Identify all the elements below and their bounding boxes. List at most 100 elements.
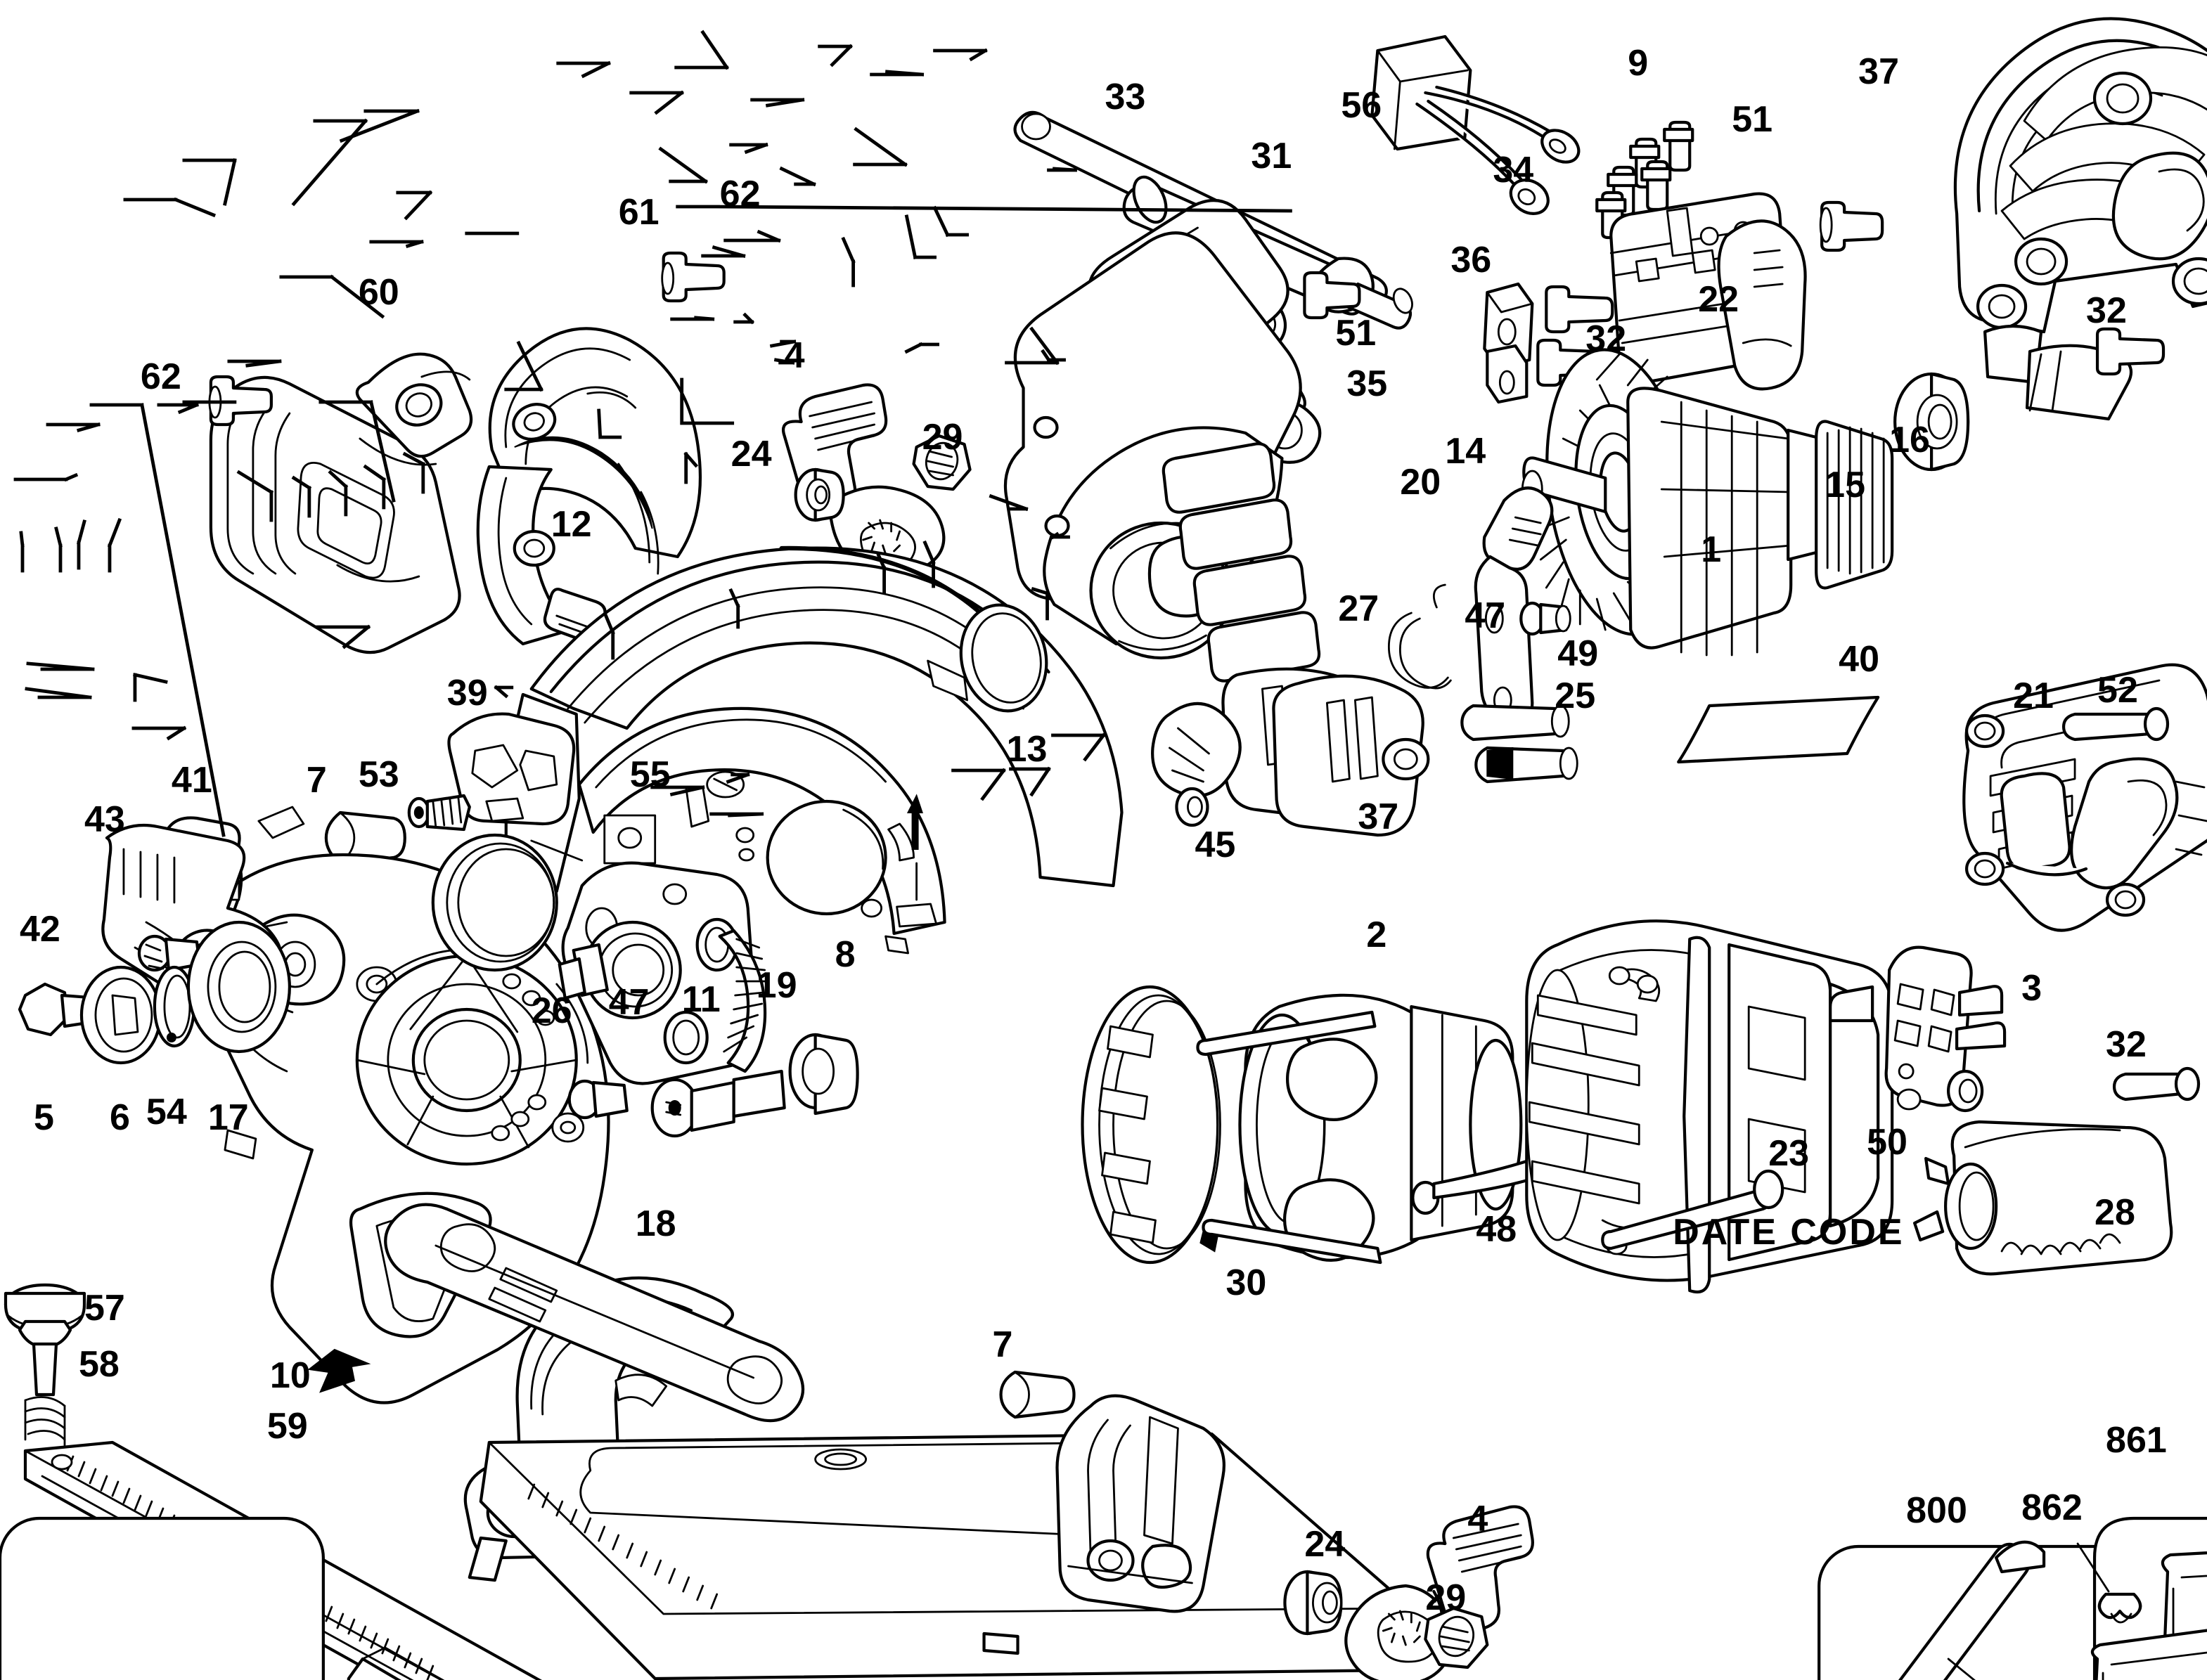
part-57-knob <box>4 1283 86 1397</box>
callout-62a: 62 <box>140 356 181 397</box>
part-40-nameplate <box>1677 695 1880 764</box>
date-code-note: DATE CODE <box>1673 1212 1905 1253</box>
callout-24b: 24 <box>1304 1524 1346 1565</box>
callout-7b: 7 <box>992 1324 1013 1366</box>
callout-33: 33 <box>1105 76 1146 117</box>
callout-41: 41 <box>171 759 212 801</box>
callout-12: 12 <box>551 503 592 545</box>
callout-862: 862 <box>2021 1487 2083 1529</box>
callout-4a: 4 <box>784 335 805 376</box>
callout-800: 800 <box>1906 1490 1967 1532</box>
part-21-handle-cover <box>1962 663 2207 932</box>
part-60-guard-lever <box>209 352 473 654</box>
part-51b-screw <box>1303 271 1361 320</box>
part-50-rod <box>1601 1169 1784 1251</box>
callout-36: 36 <box>1450 239 1492 280</box>
callout-42: 42 <box>19 908 60 950</box>
callout-20: 20 <box>1400 461 1441 503</box>
part-base-plate <box>479 1394 1413 1680</box>
callout-55: 55 <box>629 754 671 795</box>
callout-32a: 32 <box>2086 290 2127 331</box>
part-26-oring <box>431 833 558 972</box>
callout-21: 21 <box>2013 675 2054 716</box>
callout-51a: 51 <box>1732 98 1773 140</box>
callout-37a: 37 <box>1858 51 1899 92</box>
callout-26: 26 <box>531 990 572 1031</box>
part-27-spring <box>1387 583 1452 690</box>
part-54-retaining-ring <box>153 965 196 1048</box>
part-49-screw <box>1460 704 1570 742</box>
callout-45: 45 <box>1195 824 1236 865</box>
part-56-brush-leads <box>1370 34 1581 215</box>
part-55-gear-case-cover <box>558 861 767 1085</box>
part-62b-screw <box>661 251 726 303</box>
part-58-spring <box>24 1396 66 1447</box>
part-10-wrench <box>384 1203 805 1423</box>
leader-lines <box>13 30 1292 837</box>
callout-10: 10 <box>269 1355 311 1397</box>
callout-5: 5 <box>33 1097 54 1138</box>
callout-1: 1 <box>1701 529 1722 570</box>
callout-47a: 47 <box>608 981 650 1023</box>
callout-51b: 51 <box>1335 312 1377 354</box>
part-22-switch-assembly <box>1609 192 1807 391</box>
part-37b-motor-cover <box>1272 674 1430 837</box>
part-2-field-stator <box>1196 993 1523 1265</box>
callout-47b: 47 <box>1465 595 1506 636</box>
part-25-bolt <box>1474 746 1578 784</box>
callout-35: 35 <box>1346 363 1388 404</box>
part-51a-screw <box>1819 200 1884 252</box>
callout-14: 14 <box>1445 430 1486 472</box>
part-13-motor-housing <box>959 199 1381 820</box>
callout-27: 27 <box>1338 588 1379 629</box>
callout-53: 53 <box>358 754 399 795</box>
callout-62b: 62 <box>719 173 761 214</box>
callout-6: 6 <box>109 1097 130 1138</box>
callout-16: 16 <box>1889 419 1930 460</box>
callout-7a: 7 <box>306 759 327 801</box>
part-53-screw <box>407 794 471 832</box>
part-9-screws <box>1595 120 1694 240</box>
callout-18: 18 <box>635 1203 676 1245</box>
callout-29a: 29 <box>922 416 963 458</box>
callout-2: 2 <box>1366 914 1387 955</box>
part-32a-screw <box>2095 327 2166 376</box>
callout-11: 11 <box>681 978 721 1020</box>
part-29a-nut <box>912 434 972 491</box>
part-47b-screw <box>1519 601 1571 636</box>
callout-43: 43 <box>84 799 125 840</box>
callout-59: 59 <box>266 1406 308 1447</box>
callout-60: 60 <box>358 271 399 313</box>
part-862-clip <box>2076 1542 2142 1624</box>
part-3-brush-holder <box>1829 945 2007 1113</box>
callout-37b: 37 <box>1358 796 1399 837</box>
callout-29b: 29 <box>1425 1577 1467 1619</box>
callout-13: 13 <box>1006 728 1048 770</box>
part-7b-pin <box>999 1370 1076 1419</box>
part-24a-bushing <box>794 467 845 522</box>
callout-40: 40 <box>1839 638 1879 680</box>
part-800-accessory-box <box>1817 1540 2173 1680</box>
callout-19: 19 <box>756 964 797 1006</box>
callout-58: 58 <box>78 1344 120 1385</box>
callout-22: 22 <box>1698 278 1739 320</box>
callout-32c: 32 <box>2106 1023 2147 1065</box>
part-17-bearing-flange <box>186 920 291 1054</box>
part-4b-lock-lever <box>1344 1505 1534 1680</box>
callout-24a: 24 <box>731 433 772 474</box>
callout-50: 50 <box>1867 1122 1907 1163</box>
callout-30: 30 <box>1225 1262 1267 1304</box>
part-29b-nut <box>1424 1606 1489 1669</box>
part-30-baffle-ring <box>1081 985 1221 1265</box>
part-861-kit-box <box>0 1516 2207 1680</box>
part-11-washer <box>650 1078 699 1138</box>
callout-32b: 32 <box>1585 318 1627 359</box>
part-6-flange-washer <box>79 965 162 1065</box>
part-15-bearing <box>1893 372 1970 472</box>
callout-49: 49 <box>1557 633 1599 674</box>
part-37a-handle-housing <box>1953 17 2207 421</box>
part-52-screw <box>2061 706 2170 742</box>
callout-4b: 4 <box>1467 1499 1488 1540</box>
callout-57: 57 <box>84 1288 125 1329</box>
